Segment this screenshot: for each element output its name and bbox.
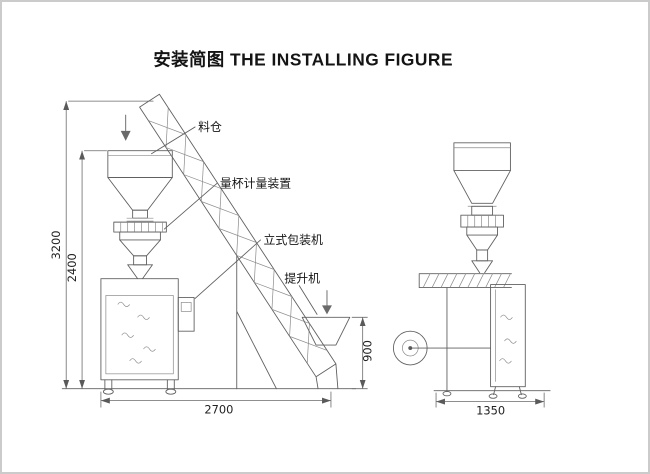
dim-inlet-height: 900 bbox=[361, 340, 375, 362]
film-roll bbox=[392, 330, 492, 366]
leader-packing-machine bbox=[194, 239, 261, 299]
leader-elevator bbox=[298, 285, 318, 315]
measuring-device-front bbox=[113, 221, 167, 280]
glass-reflection-marks bbox=[499, 314, 517, 364]
elevator-inlet-hopper bbox=[301, 316, 351, 346]
elevator-conveyor bbox=[139, 93, 351, 390]
front-view bbox=[61, 93, 357, 395]
control-screen bbox=[180, 302, 192, 312]
packing-machine-side bbox=[488, 284, 527, 399]
label-measuring-device: 量杯计量装置 bbox=[220, 176, 291, 190]
label-elevator: 提升机 bbox=[284, 272, 320, 286]
page-title: 安装简图 THE INSTALLING FIGURE bbox=[153, 49, 453, 69]
machine-feet bbox=[104, 379, 175, 391]
dim-front-width: 2700 bbox=[204, 402, 233, 416]
packing-machine-front bbox=[100, 278, 195, 395]
discharge-tray bbox=[418, 273, 512, 289]
measuring-device-side bbox=[460, 214, 504, 274]
leader-measuring-device bbox=[163, 183, 218, 230]
down-arrow-icon bbox=[322, 290, 332, 315]
label-packing-machine: 立式包装机 bbox=[264, 233, 323, 247]
tray-hatching bbox=[422, 273, 511, 288]
callouts: 料仓 量杯计量装置 立式包装机 提升机 bbox=[151, 120, 323, 315]
label-hopper: 料仓 bbox=[198, 120, 222, 134]
tray-leg bbox=[442, 287, 452, 397]
dim-machine-height: 2400 bbox=[65, 253, 79, 282]
dimensions: 3200 2400 2700 900 1350 bbox=[49, 100, 545, 417]
leader-hopper bbox=[151, 126, 196, 155]
glass-reflection-marks bbox=[117, 301, 156, 364]
control-box bbox=[177, 297, 195, 332]
down-arrow-icon bbox=[120, 114, 131, 141]
dim-overall-height: 3200 bbox=[49, 230, 63, 259]
truss-bracing bbox=[165, 107, 310, 364]
dim-side-width: 1350 bbox=[476, 403, 505, 417]
hopper-front bbox=[107, 150, 173, 222]
elevator-support-legs bbox=[236, 255, 277, 390]
hopper-side bbox=[453, 142, 511, 216]
side-view bbox=[392, 142, 551, 399]
